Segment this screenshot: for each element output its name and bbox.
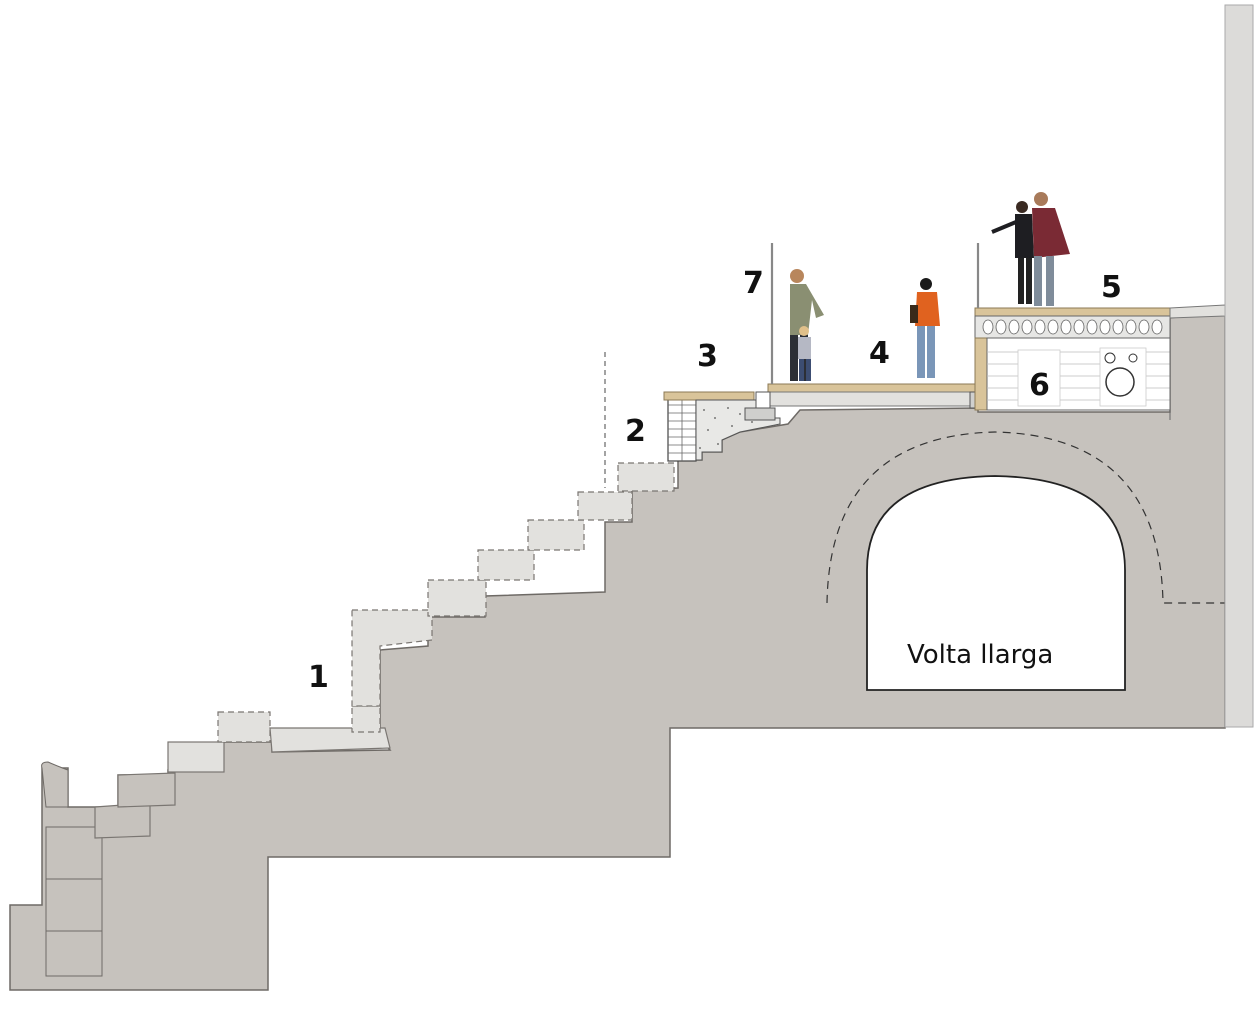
person-adult-3 xyxy=(991,201,1034,304)
callout-6: 6 xyxy=(1029,368,1050,403)
callout-1: 1 xyxy=(308,660,329,695)
vault-opening xyxy=(866,475,1126,691)
concrete-speckle xyxy=(699,407,753,449)
callout-3: 3 xyxy=(697,339,718,374)
person-adult-4 xyxy=(1032,192,1070,306)
stair-blocks xyxy=(94,462,675,839)
person-child xyxy=(798,326,811,381)
left-wall-blocks xyxy=(41,761,103,977)
callout-5: 5 xyxy=(1101,270,1122,305)
railings xyxy=(770,243,980,384)
callout-4: 4 xyxy=(869,336,890,371)
callout-2: 2 xyxy=(625,414,646,449)
person-adult-2 xyxy=(910,278,940,378)
upper-structure xyxy=(974,304,1231,420)
right-wall xyxy=(1224,4,1254,728)
vault-arch-dashed xyxy=(826,431,1225,604)
vault-label: Volta llarga xyxy=(907,640,1053,670)
pipe-icon xyxy=(1105,367,1135,397)
callout-7: 7 xyxy=(743,266,764,301)
people xyxy=(790,192,1070,381)
